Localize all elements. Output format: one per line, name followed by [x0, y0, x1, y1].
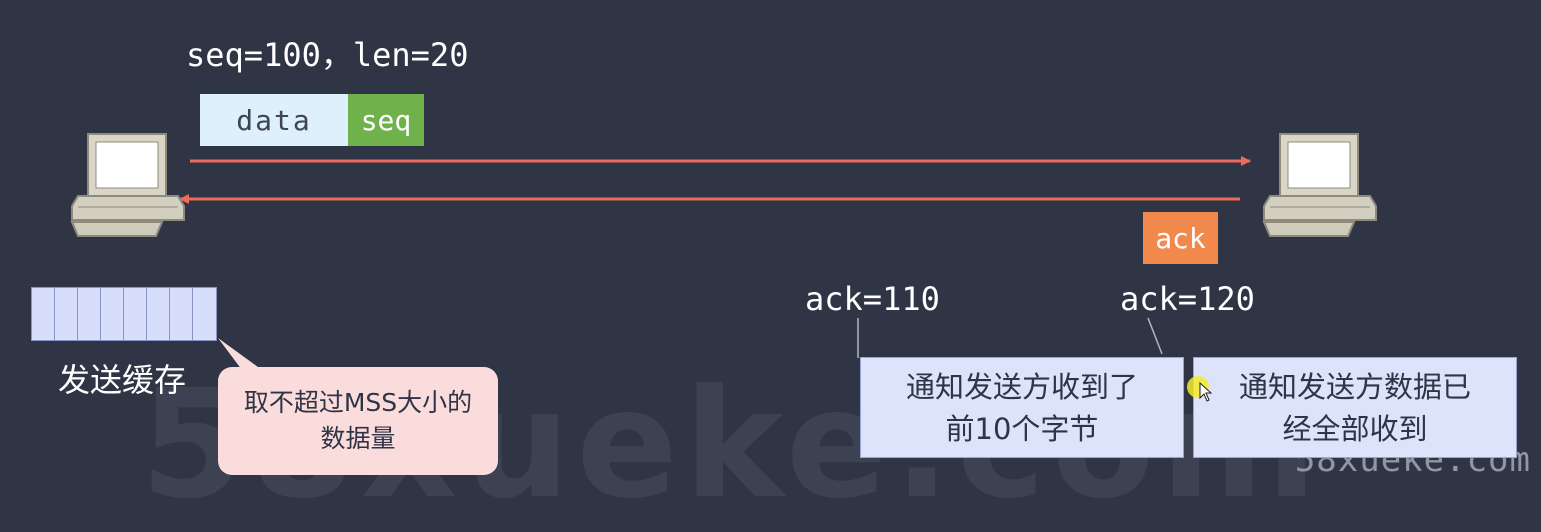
buffer-cell	[101, 288, 124, 340]
ack-110-label: ack=110	[805, 280, 940, 318]
buffer-cell	[55, 288, 78, 340]
ack-110-note: 通知发送方收到了 前10个字节	[860, 357, 1184, 458]
mouse-cursor-icon	[1199, 382, 1213, 402]
callout-pointer	[218, 338, 262, 370]
mss-callout-line2: 数据量	[320, 424, 396, 453]
ack-segment-box: ack	[1143, 212, 1218, 264]
receiver-computer-icon	[1262, 133, 1377, 237]
sender-computer-icon	[70, 133, 185, 237]
buffer-cell	[124, 288, 147, 340]
ack120-leader-line	[1147, 317, 1163, 355]
ack-120-note-line2: 经全部收到	[1282, 411, 1428, 446]
mss-callout: 取不超过MSS大小的 数据量	[218, 367, 498, 475]
ack-110-note-line1: 通知发送方收到了	[905, 369, 1138, 404]
mss-callout-line1: 取不超过MSS大小的	[243, 388, 473, 417]
send-buffer-label: 发送缓存	[58, 361, 187, 399]
buffer-cell	[193, 288, 216, 340]
send-buffer	[31, 287, 217, 341]
data-segment-box: data	[200, 94, 348, 146]
buffer-cell	[78, 288, 101, 340]
diagram-canvas	[70, 133, 1377, 370]
buffer-cell	[32, 288, 55, 340]
buffer-cell	[170, 288, 193, 340]
buffer-cell	[147, 288, 170, 340]
ack-120-note: 通知发送方数据已 经全部收到	[1193, 357, 1517, 458]
seq-segment-box: seq	[348, 94, 424, 146]
seq-len-label: seq=100，len=20	[186, 36, 469, 74]
ack-120-label: ack=120	[1120, 280, 1255, 318]
ack-110-note-line2: 前10个字节	[945, 411, 1099, 446]
ack-120-note-line1: 通知发送方数据已	[1238, 369, 1471, 404]
